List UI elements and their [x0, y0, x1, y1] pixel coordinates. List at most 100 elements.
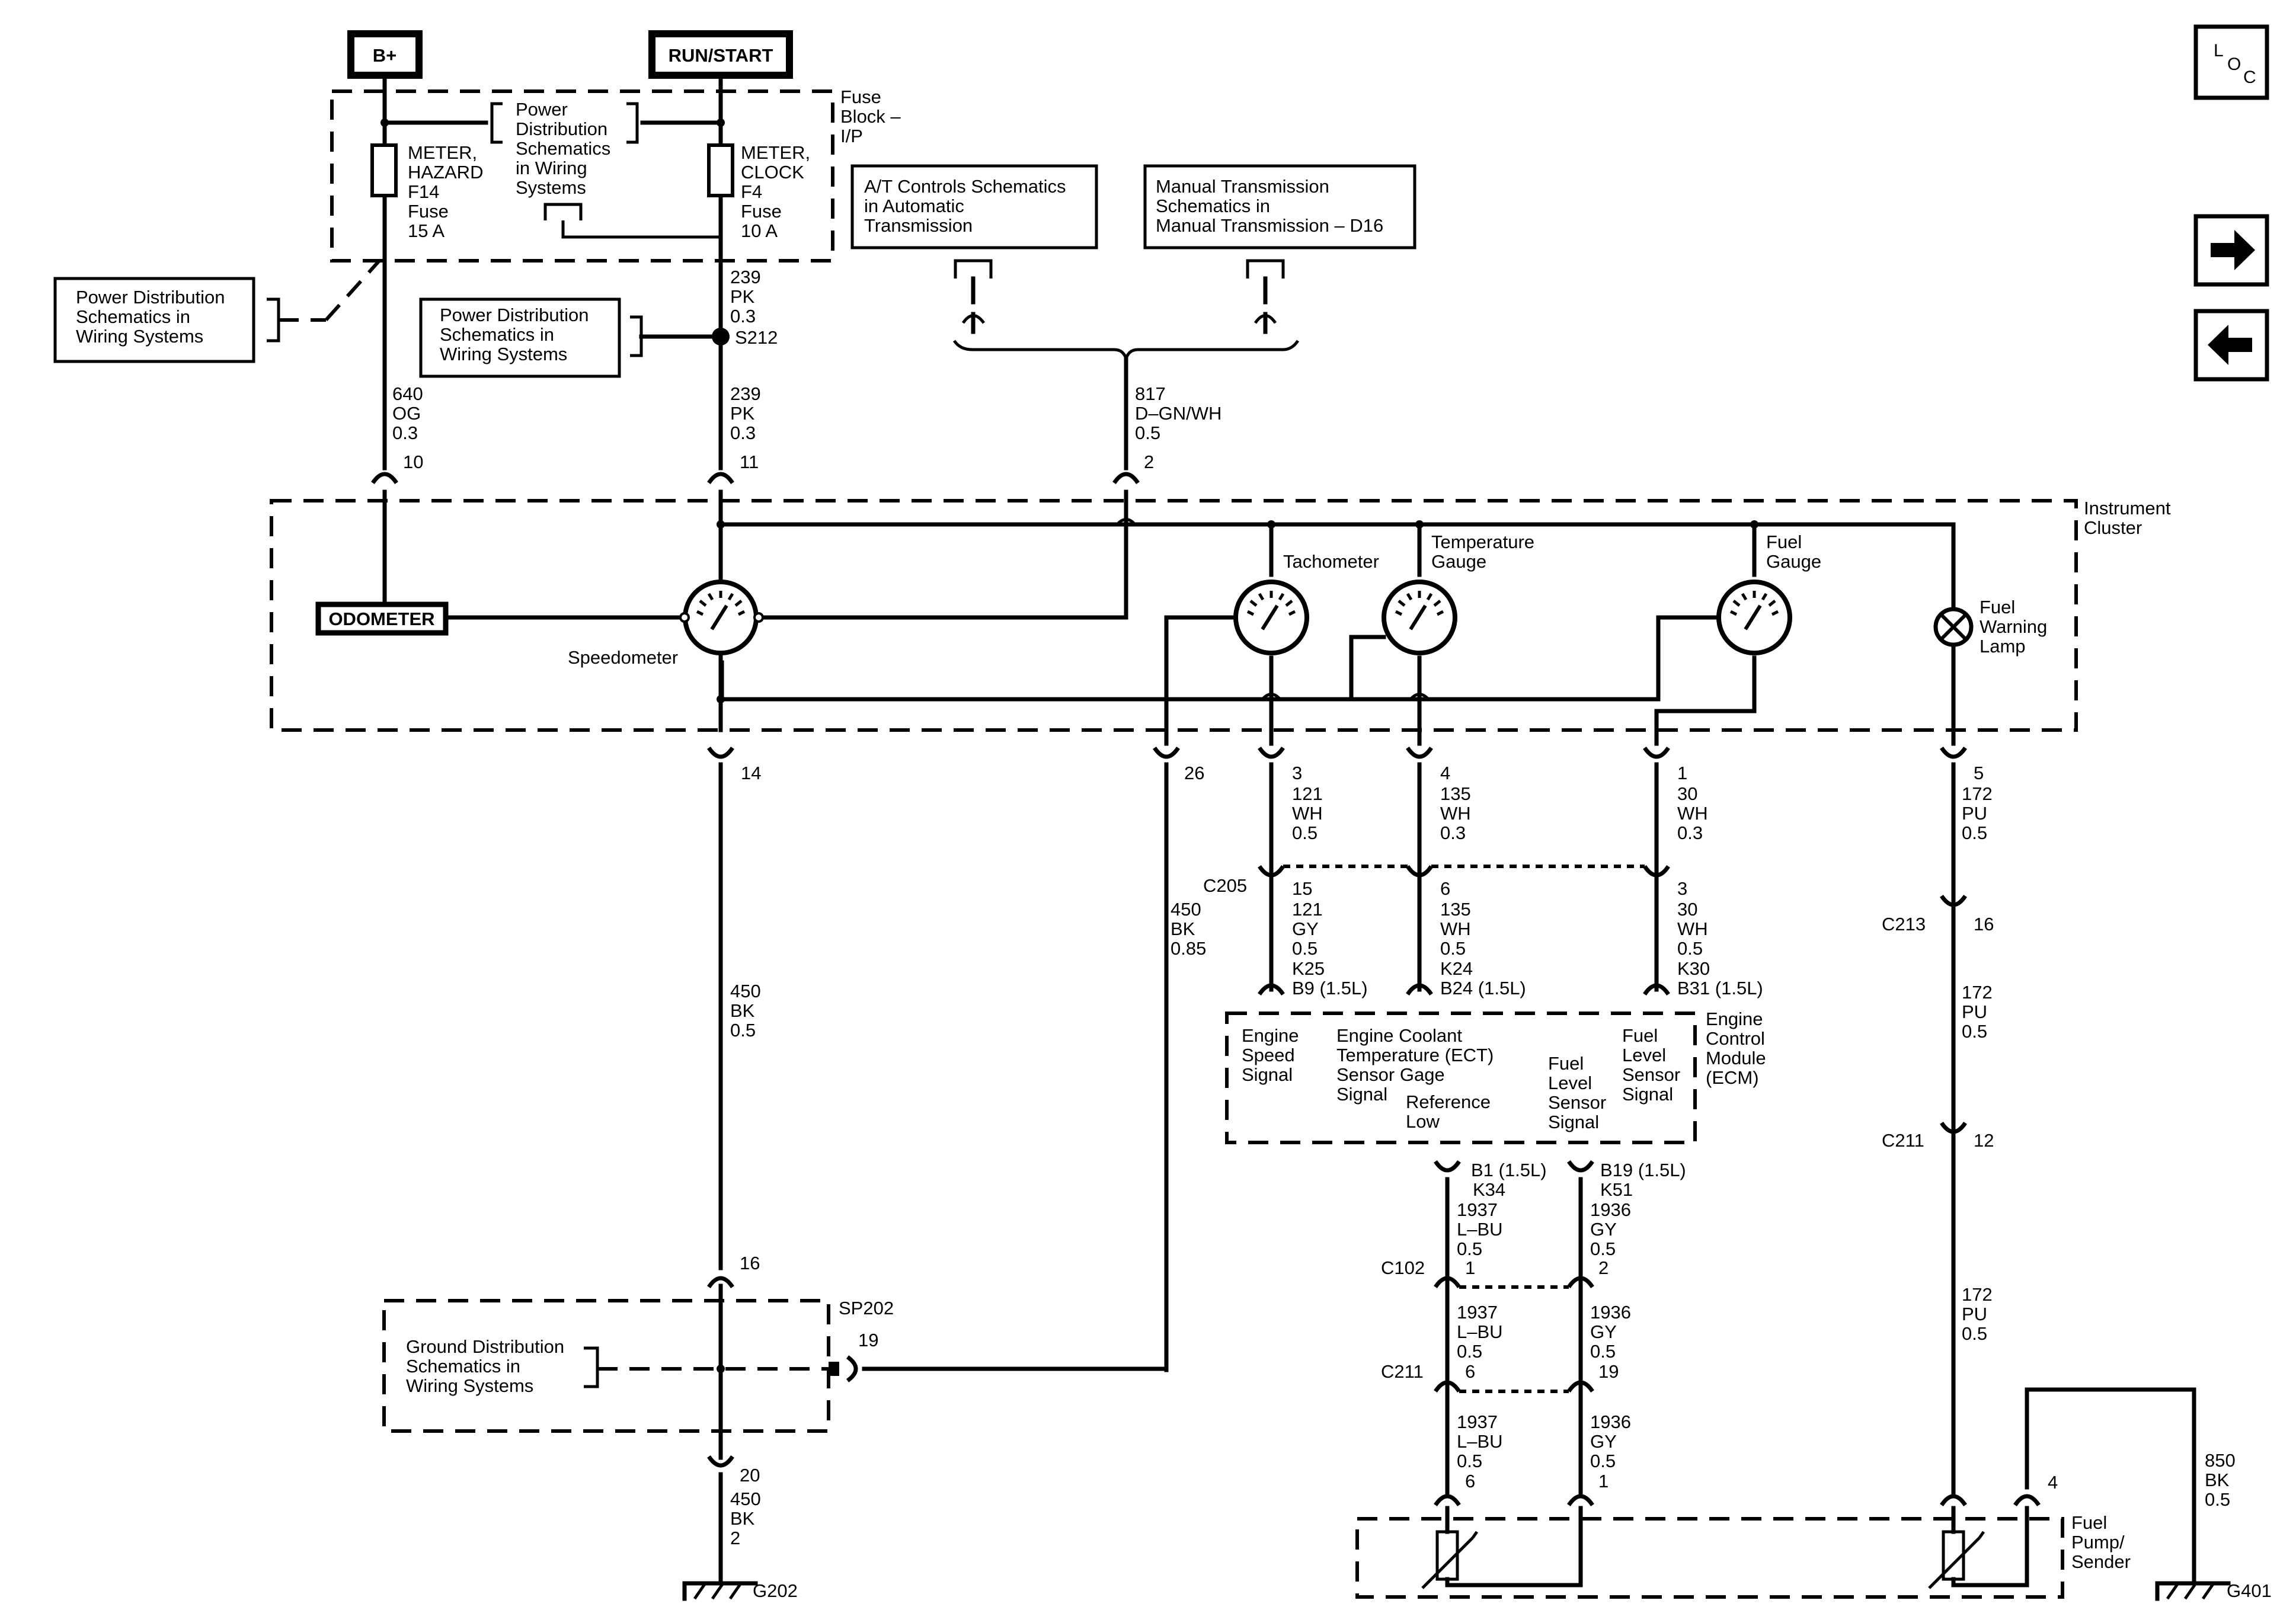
pin-15: 15: [1292, 878, 1312, 899]
fuse-block-name: Fuse Block – I/P: [840, 87, 906, 146]
pin-6-sender: 6: [1465, 1471, 1475, 1491]
ref-power-distribution-mid[interactable]: Power Distribution Schematics in Wiring …: [419, 297, 723, 378]
wire-1937-mid: 1937 L–BU 0.5: [1457, 1302, 1508, 1362]
pin-3-c205: 3: [1677, 878, 1687, 899]
connector-c102: C102: [1381, 1257, 1425, 1278]
connector-c205: C205: [1203, 875, 1247, 896]
loc-button[interactable]: L O C: [2193, 24, 2269, 100]
pin-2: 2: [1144, 452, 1154, 472]
wire-1936-upper: 1936 GY 0.5: [1590, 1199, 1636, 1259]
pin-1: 1: [1677, 763, 1687, 783]
ecm-name: Engine Control Module (ECM): [1706, 1009, 1771, 1088]
arrow-right-icon: [2211, 230, 2255, 270]
previous-page-button[interactable]: [2193, 309, 2269, 382]
fuel-gauge: [1719, 582, 1790, 653]
pin-b9: B9 (1.5L): [1292, 978, 1368, 998]
ground-g202-label: G202: [753, 1580, 798, 1601]
wire-172-mid: 172 PU 0.5: [1962, 982, 1997, 1042]
next-page-button[interactable]: [2193, 214, 2269, 287]
wire-450-main: 450 BK 0.5: [730, 981, 766, 1041]
pin-k25: K25: [1292, 958, 1325, 979]
odometer: ODOMETER: [315, 601, 449, 636]
fuse-f4-label: METER, CLOCK F4 Fuse 10 A: [741, 142, 816, 241]
fuel-pump-boundary: [1355, 1517, 2064, 1599]
wire-1937-lower: 1937 L–BU 0.5: [1457, 1411, 1508, 1471]
wire-1936-mid: 1936 GY 0.5: [1590, 1302, 1636, 1362]
fuse-f14-label: METER, HAZARD F14 Fuse 15 A: [408, 142, 488, 241]
ref-at-controls[interactable]: A/T Controls Schematics in Automatic Tra…: [850, 164, 1098, 249]
pin-4: 4: [1440, 763, 1450, 783]
pin-12: 12: [1974, 1130, 1994, 1151]
fuel-gauge-label: Fuel Gauge: [1766, 532, 1821, 572]
instrument-cluster-name: Instrument Cluster: [2084, 498, 2176, 538]
temperature-gauge-label: Temperature Gauge: [1431, 532, 1540, 572]
pin-5: 5: [1974, 763, 1984, 783]
svg-text:Power Distribution Schem: Power Distribution Schematics in Wiring …: [76, 287, 230, 347]
wire-172-lower: 172 PU 0.5: [1962, 1284, 1997, 1344]
wire-172-upper: 172 PU 0.5: [1962, 783, 1997, 843]
run-start-label: RUN/START: [669, 45, 773, 66]
wire-239-lower: 239 PK 0.3: [730, 383, 766, 443]
fuel-level-sensor-left: [1421, 1506, 1583, 1589]
ecm-fuel-level-sensor-signal-2: Fuel Level Sensor Signal: [1622, 1025, 1686, 1105]
fuel-pump-label: Fuel Pump/ Sender: [2071, 1512, 2131, 1572]
wire-135-lower: 135 WH 0.5: [1440, 899, 1476, 959]
sp202-label: SP202: [839, 1298, 894, 1318]
bplus-label: B+: [373, 45, 397, 66]
run-start-source: RUN/START: [648, 30, 793, 79]
svg-text:O: O: [2227, 55, 2241, 74]
ecm-reference-low: Reference Low: [1406, 1092, 1496, 1132]
ecm-ect-signal: Engine Coolant Temperature (ECT) Sensor …: [1336, 1025, 1499, 1105]
svg-text:Ground Distribution Sche: Ground Distribution Schematics in Wiring…: [406, 1336, 570, 1396]
ground-g401: [2155, 1581, 2231, 1601]
pin-6-c211: 6: [1465, 1361, 1475, 1382]
ref-power-distribution-left[interactable]: Power Distribution Schematics in Wiring …: [53, 259, 381, 363]
pin-16-sp202: 16: [740, 1253, 760, 1273]
ecm-fuel-level-sensor-signal: Fuel Level Sensor Signal: [1548, 1053, 1611, 1132]
svg-text:Power Distribution Schem: Power Distribution Schematics in Wiring …: [440, 305, 594, 364]
connector-c211-upper: C211: [1882, 1130, 1924, 1151]
pin-14: 14: [741, 763, 761, 783]
ref-ground-distribution[interactable]: Ground Distribution Schematics in Wiring…: [406, 1336, 599, 1396]
pin-10: 10: [403, 452, 423, 472]
ecm-boundary: [1225, 1012, 1697, 1144]
pin-b19: B19 (1.5L): [1600, 1160, 1686, 1180]
pin-16-c213: 16: [1974, 914, 1994, 934]
svg-text:Power Distribution: Power Distribution Schematics in Wiring …: [516, 99, 616, 198]
ref-power-distribution-inner[interactable]: Power Distribution Schematics in Wiring …: [490, 99, 721, 239]
pin-k30: K30: [1677, 958, 1710, 979]
pin-26: 26: [1184, 763, 1204, 783]
pin-b1: B1 (1.5L): [1471, 1160, 1547, 1180]
pin-b31: B31 (1.5L): [1677, 978, 1763, 998]
pin-19-c211: 19: [1598, 1361, 1619, 1382]
fuse-block-boundary: [330, 89, 834, 263]
wire-239-upper: 239 PK 0.3: [730, 267, 766, 327]
wire-850: 850 BK 0.5: [2205, 1450, 2240, 1510]
svg-text:C: C: [2243, 68, 2256, 87]
svg-text:A/T Controls Schematics: A/T Controls Schematics in Automatic Tra…: [864, 176, 1071, 236]
fuel-warning-lamp-label: Fuel Warning Lamp: [1980, 597, 2052, 657]
wire-135-upper: 135 WH 0.3: [1440, 783, 1476, 843]
ecm-engine-speed-signal: Engine Speed Signal: [1242, 1025, 1304, 1085]
svg-text:ODOMETER: ODOMETER: [328, 609, 434, 629]
fuel-level-sensor-right: [1928, 1506, 2029, 1589]
connector-c213: C213: [1882, 914, 1926, 934]
ground-g401-label: G401: [2227, 1580, 2272, 1601]
bplus-source: B+: [347, 30, 423, 79]
pin-6-c205: 6: [1440, 878, 1450, 899]
fuel-warning-lamp: [1933, 607, 1974, 647]
wire-1937-upper: 1937 L–BU 0.5: [1457, 1199, 1508, 1259]
tachometer: [1236, 582, 1307, 653]
splice-s212-label: S212: [735, 327, 778, 348]
arrow-left-icon: [2208, 325, 2252, 365]
wire-1936-lower: 1936 GY 0.5: [1590, 1411, 1636, 1471]
wire-121-upper: 121 WH 0.5: [1292, 783, 1328, 843]
splice-s212: [712, 328, 730, 345]
fuse-f4: [707, 143, 734, 197]
fuse-f14: [370, 143, 398, 197]
pin-k51: K51: [1600, 1179, 1633, 1200]
speedometer-label: Speedometer: [568, 647, 678, 668]
wire-30-lower: 30 WH 0.5: [1677, 899, 1713, 959]
ref-manual-transmission[interactable]: Manual Transmission Schematics in Manual…: [1143, 164, 1416, 249]
